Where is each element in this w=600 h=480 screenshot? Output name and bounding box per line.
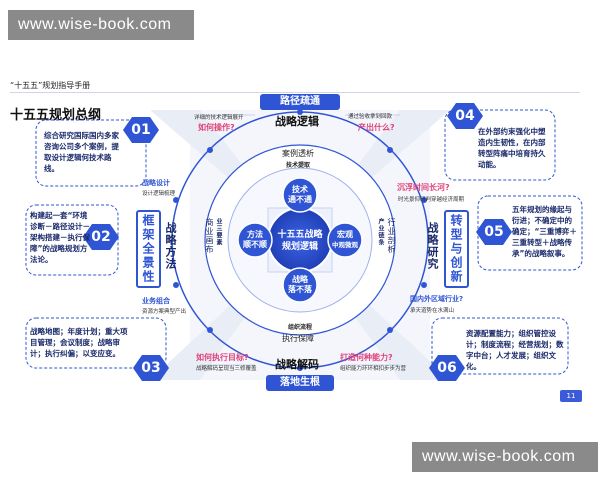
ring-sub-top2: 技术提取 (286, 162, 311, 169)
ring-label-bottom: 战略解码 (275, 358, 319, 371)
block-03-number: 03 (141, 360, 161, 376)
q-top-right-small: 通过验收拿到回款 (348, 114, 393, 120)
inner-circle-top (282, 177, 318, 213)
q-bottom-right-small: 组织能力环环相扣步步为营 (340, 366, 407, 372)
ring-sub-right2: 产业链条 (377, 218, 384, 246)
side-box-right: 转型与创新 (444, 210, 469, 288)
q-left-lower-small: 资源方案典型产出 (142, 309, 187, 315)
q-mid-right: 沉浮时间长河? (397, 183, 450, 192)
block-06-text: 资源配置能力；组织管控设计；制度流程；经营规划；数字中台；人才发展；组织文化。 (466, 329, 564, 371)
pill-bottom: 落地生根 (266, 375, 334, 391)
q-right-lower-small: 承天道势在水满山 (410, 308, 455, 314)
inner-top-l1: 技术 (292, 185, 308, 194)
badge-01 (123, 117, 159, 143)
block-04-number: 04 (455, 108, 475, 124)
center-label-1: 十五五战略 (277, 230, 323, 240)
q-left-upper-small: 设计逻辑梳理 (142, 191, 176, 197)
block-02-text: 构建起一套“环境诊断－路径设计－架构搭建－执行保障”的战略规划方法论。 (30, 211, 90, 264)
inner-top-l2: 通不通 (288, 195, 312, 204)
inner-circle-right (327, 222, 363, 258)
block-02-number: 02 (91, 229, 111, 245)
header-divider (10, 92, 580, 93)
block-06-number: 06 (437, 360, 457, 376)
center-circle (267, 207, 333, 273)
q-top-left: 如何操作? (198, 123, 235, 132)
badge-02 (83, 224, 119, 250)
ring-sub-top: 案例透析 (282, 149, 314, 158)
watermark-top: www.wise-book.com (8, 10, 194, 40)
ring-sub-left2: 业三要素 (215, 218, 222, 246)
page-number: 11 (560, 390, 582, 402)
page-title: 十五五规划总纲 (10, 108, 102, 123)
q-top-left-small: 详细的技术逻辑展开 (194, 115, 244, 121)
ring-sub-bottom2: 组织流程 (288, 324, 313, 331)
document-title: “十五五”规划指导手册 (10, 81, 91, 90)
inner-circle-bottom (282, 267, 318, 303)
ring-label-left: 战略方法 (164, 222, 177, 270)
q-left-upper: 战略设计 (142, 179, 170, 187)
ring-label-top: 战略逻辑 (275, 115, 319, 128)
q-mid-right-small: 时光景仰研判穿越经济周期 (398, 197, 465, 203)
inner-bottom-l1: 战略 (292, 275, 308, 284)
inner-left-l2: 顺不顺 (243, 240, 267, 249)
block-01-text: 综合研究国际国内多家咨询公司多个案例，提取设计逻辑何技术路线。 (44, 131, 119, 173)
inner-circle-left (237, 222, 273, 258)
inner-bottom-l2: 落不落 (288, 285, 312, 294)
ring-sub-left: 商业画布 (205, 218, 214, 254)
inner-left-l1: 方法 (247, 230, 263, 239)
ring-sub-right: 行业剖析 (387, 218, 396, 254)
q-right-lower: 国内外区域行业? (410, 295, 464, 303)
ring-label-right: 战略研究 (426, 222, 439, 270)
q-bottom-left: 如何执行目标? (196, 353, 249, 362)
side-box-left: 框架全景性 (136, 210, 161, 288)
block-04-text: 在外部约束强化中塑造内生韧性，在内部转型阵痛中培育持久动能。 (478, 127, 546, 169)
pill-top: 路径疏通 (260, 94, 340, 110)
q-bottom-left-small: 战略解码呈现当三修覆盖 (196, 366, 257, 372)
inner-right-l1: 宏观 (337, 230, 353, 239)
q-bottom-right: 打造何种能力? (340, 353, 393, 362)
watermark-bottom: www.wise-book.com (412, 442, 598, 472)
block-01-number: 01 (131, 122, 151, 138)
q-top-right: 产出什么? (358, 123, 395, 132)
block-03-text: 战略地图；年度计划；重大项目管理；会议制度；战略审计；执行纠偏；以变应变。 (30, 327, 128, 358)
badge-05 (476, 219, 512, 245)
inner-right-l2: 中观微观 (332, 241, 358, 249)
block-05-text: 五年规划的缘起与衍进；不确定中的确定；“三重博弈＋三重转型＋战略传承”的战略叙事… (512, 205, 577, 258)
block-05-number: 05 (484, 224, 504, 240)
center-label-2: 规划逻辑 (281, 242, 318, 252)
ring-sub-bottom: 执行保障 (282, 334, 314, 343)
q-left-lower: 业务组合 (142, 297, 170, 305)
